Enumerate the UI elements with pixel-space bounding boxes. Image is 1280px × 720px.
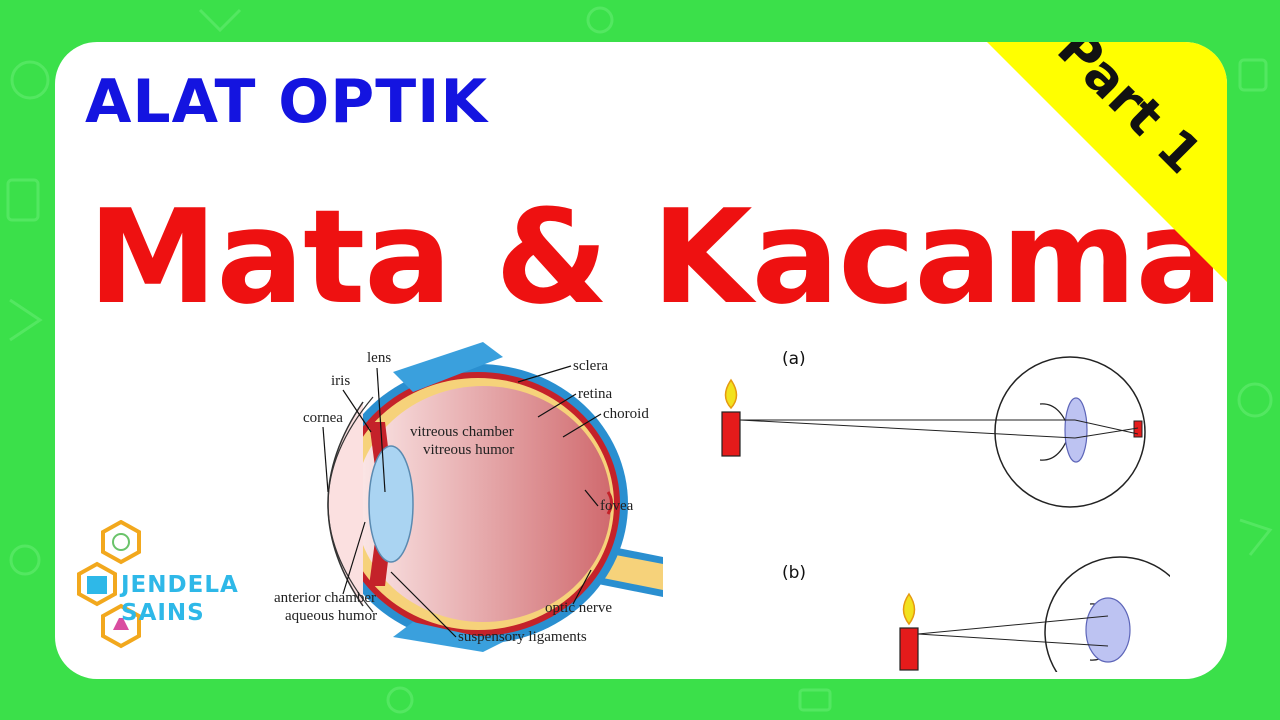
candle-a [721,378,741,457]
eye-focus-ray-diagram: (a) (b) [721,349,1170,672]
label-choroid: choroid [603,406,649,422]
part-banner: Part 1 [987,42,1227,282]
label-aqueous-humor: aqueous humor [285,608,377,624]
label-fovea: fovea [600,498,634,514]
label-optic-nerve: optic nerve [545,600,612,616]
label-sclera: sclera [573,358,608,374]
panel-a-label: (a) [782,349,806,369]
subtitle: ALAT OPTIK [85,67,488,137]
label-suspensory-ligaments: suspensory ligaments [458,629,587,645]
label-iris: iris [331,373,350,389]
candle-b [899,592,919,671]
label-lens: lens [367,350,391,366]
jendela-sains-logo [77,520,141,649]
label-cornea: cornea [303,410,343,426]
label-vitreous-humor: vitreous humor [423,442,514,458]
title-card: ALAT OPTIK Mata & Kacamata Part 1 [55,42,1227,679]
label-vitreous-chamber: vitreous chamber [410,424,514,440]
eye-anatomy-diagram: lens iris cornea sclera retina choroid v… [274,342,663,652]
panel-b-label: (b) [782,563,806,583]
label-anterior-chamber: anterior chamber [274,590,376,606]
logo-text-line2: SAINS [121,600,205,626]
logo-text-line1: JENDELA [121,572,239,598]
label-retina: retina [578,386,612,402]
main-title: Mata & Kacamata [88,181,1227,333]
